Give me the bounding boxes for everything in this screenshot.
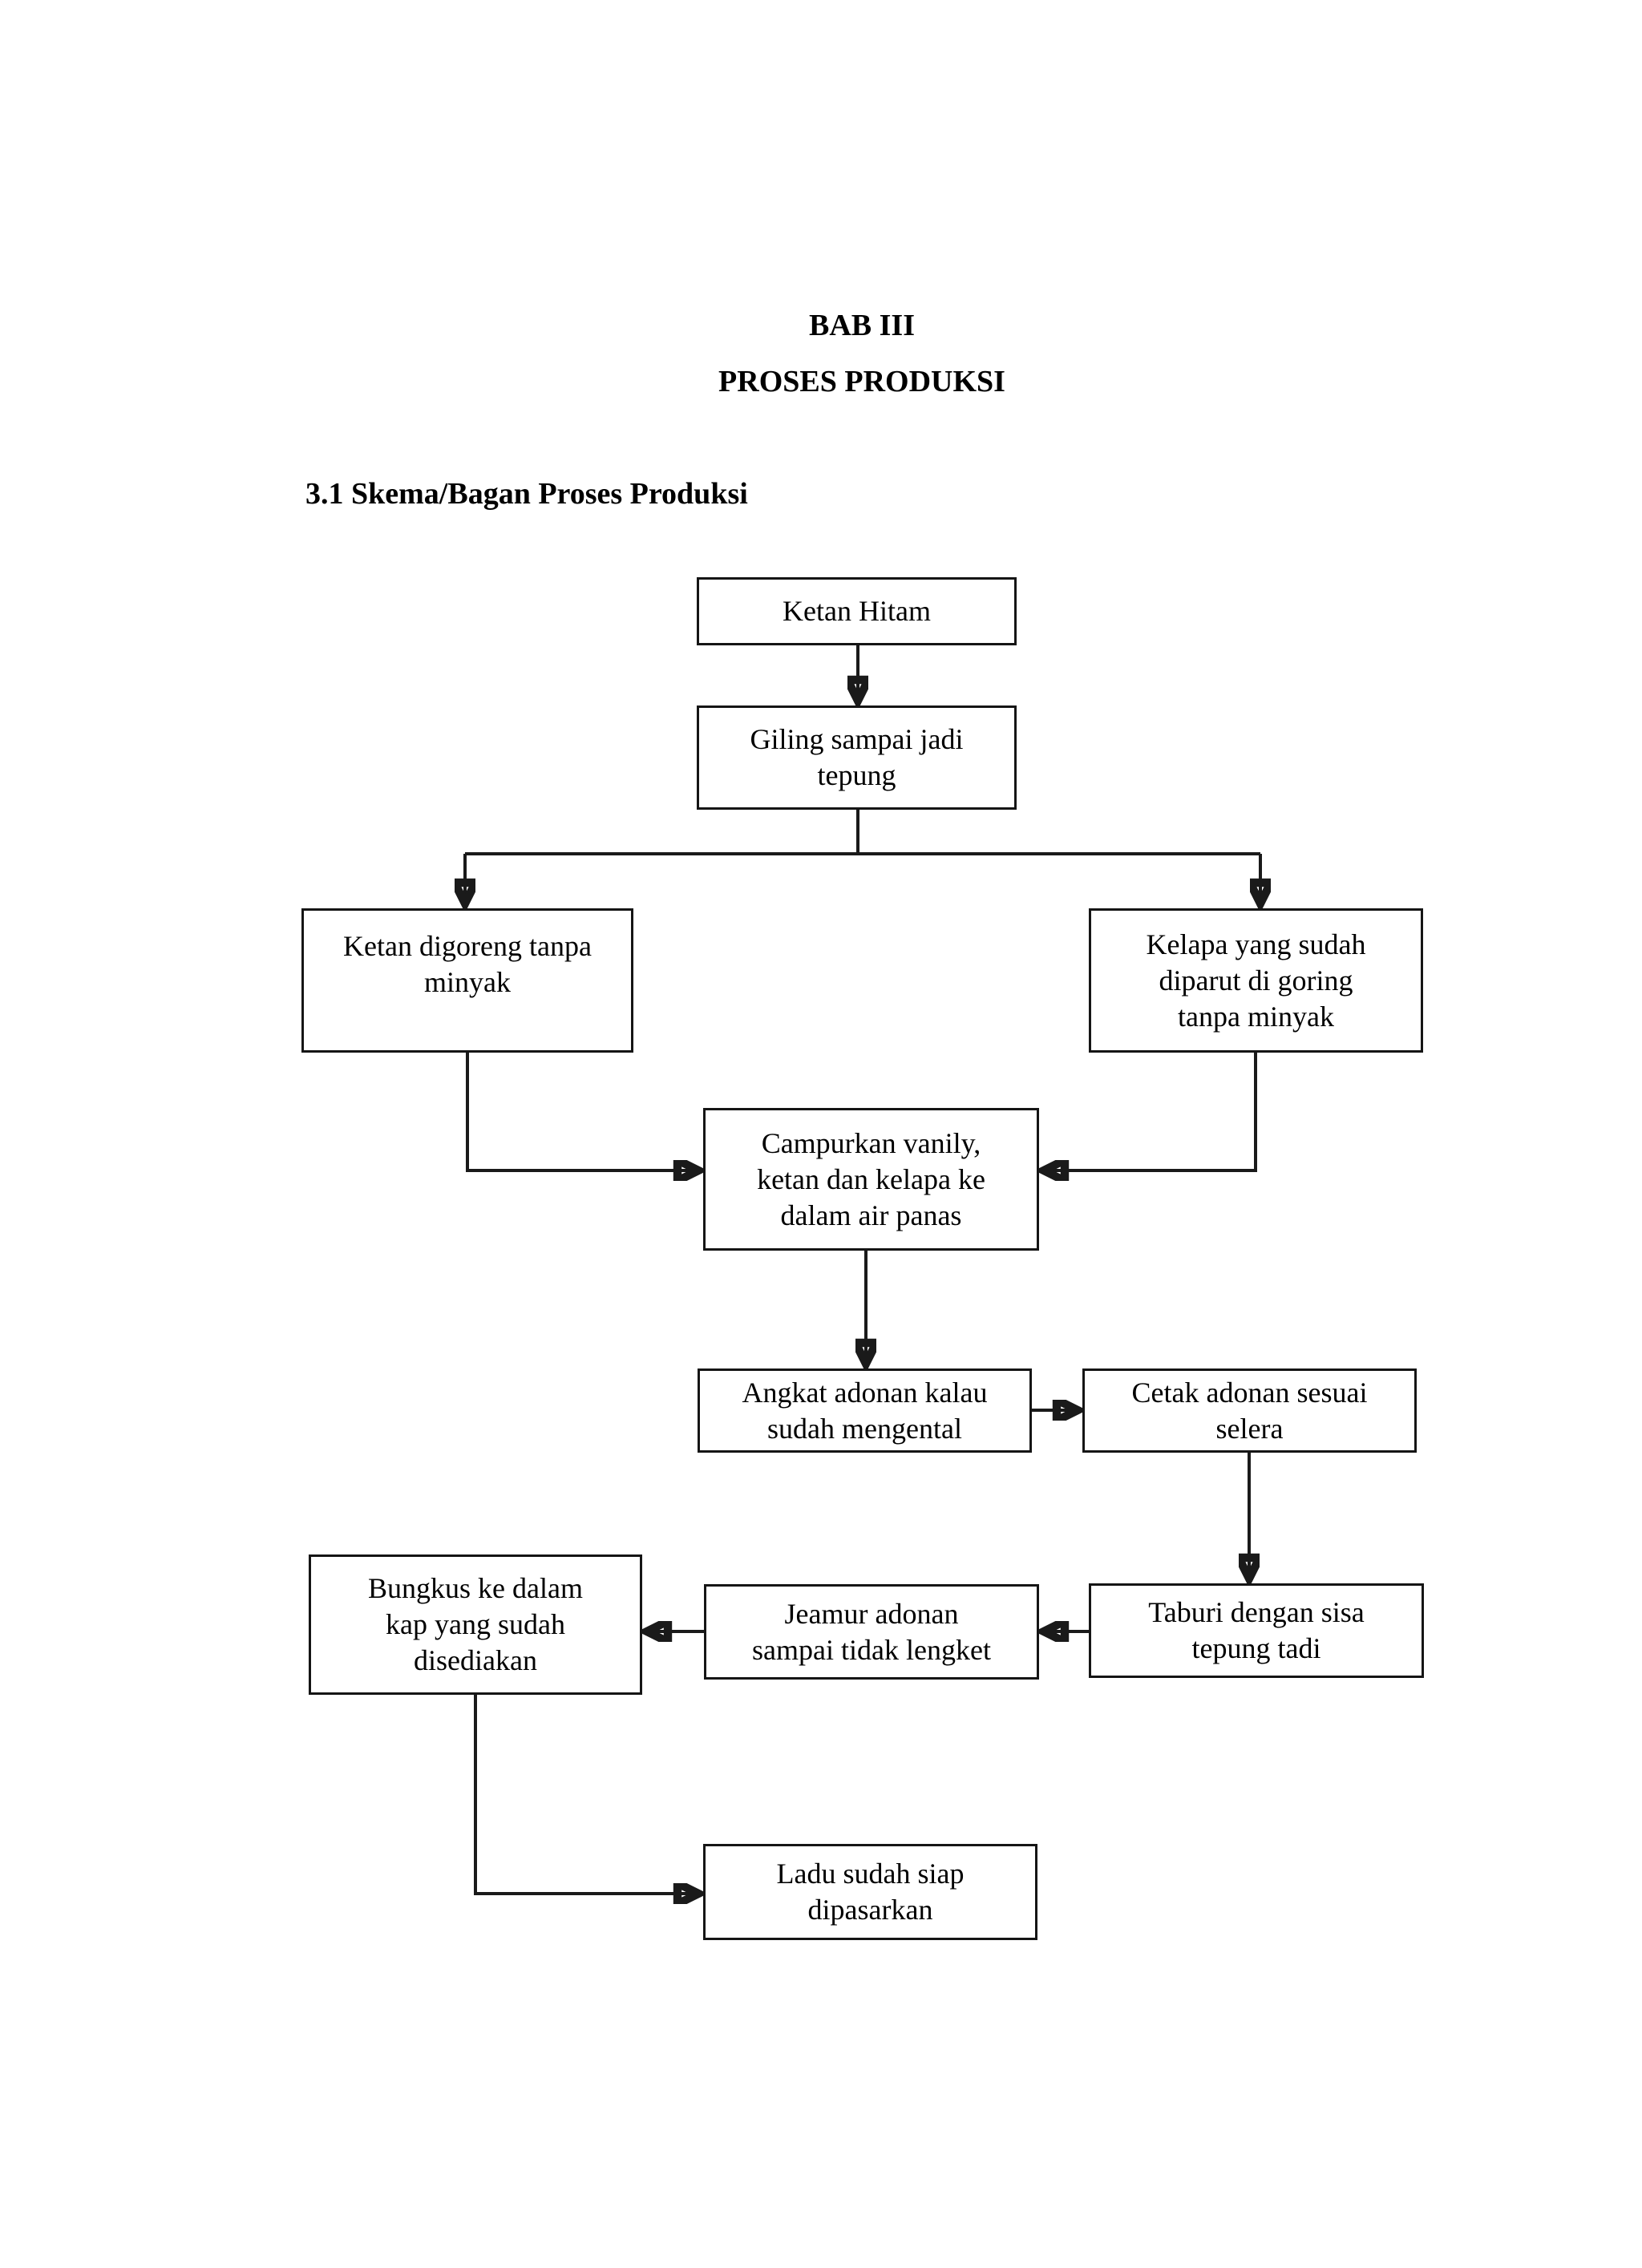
arrow-bungkus-to-ladu [474, 1695, 698, 1894]
flow-node-ladu: Ladu sudah siap dipasarkan [703, 1844, 1037, 1940]
flow-node-jeamur: Jeamur adonan sampai tidak lengket [704, 1584, 1039, 1680]
flow-node-bungkus: Bungkus ke dalam kap yang sudah disediak… [309, 1554, 642, 1695]
flow-node-kelapa: Kelapa yang sudah diparut di goring tanp… [1089, 908, 1423, 1053]
flow-node-giling: Giling sampai jadi tepung [697, 705, 1017, 810]
flow-node-ketan-digoreng: Ketan digoreng tanpa minyak [301, 908, 633, 1053]
arrow-ketan-digoreng-to-campurkan [466, 1053, 698, 1170]
connector-giling-split [465, 810, 1260, 855]
arrow-kelapa-to-campurkan [1044, 1053, 1257, 1170]
chapter-title: BAB III [809, 309, 915, 342]
chapter-subtitle: PROSES PRODUKSI [718, 365, 1005, 398]
flow-node-cetak: Cetak adonan sesuai selera [1082, 1368, 1417, 1453]
section-heading: 3.1 Skema/Bagan Proses Produksi [305, 477, 748, 511]
flow-node-ketan-hitam: Ketan Hitam [697, 577, 1017, 645]
flow-node-taburi: Taburi dengan sisa tepung tadi [1089, 1583, 1424, 1678]
flow-node-angkat: Angkat adonan kalau sudah mengental [698, 1368, 1032, 1453]
flow-node-campurkan: Campurkan vanily, ketan dan kelapa ke da… [703, 1108, 1039, 1251]
